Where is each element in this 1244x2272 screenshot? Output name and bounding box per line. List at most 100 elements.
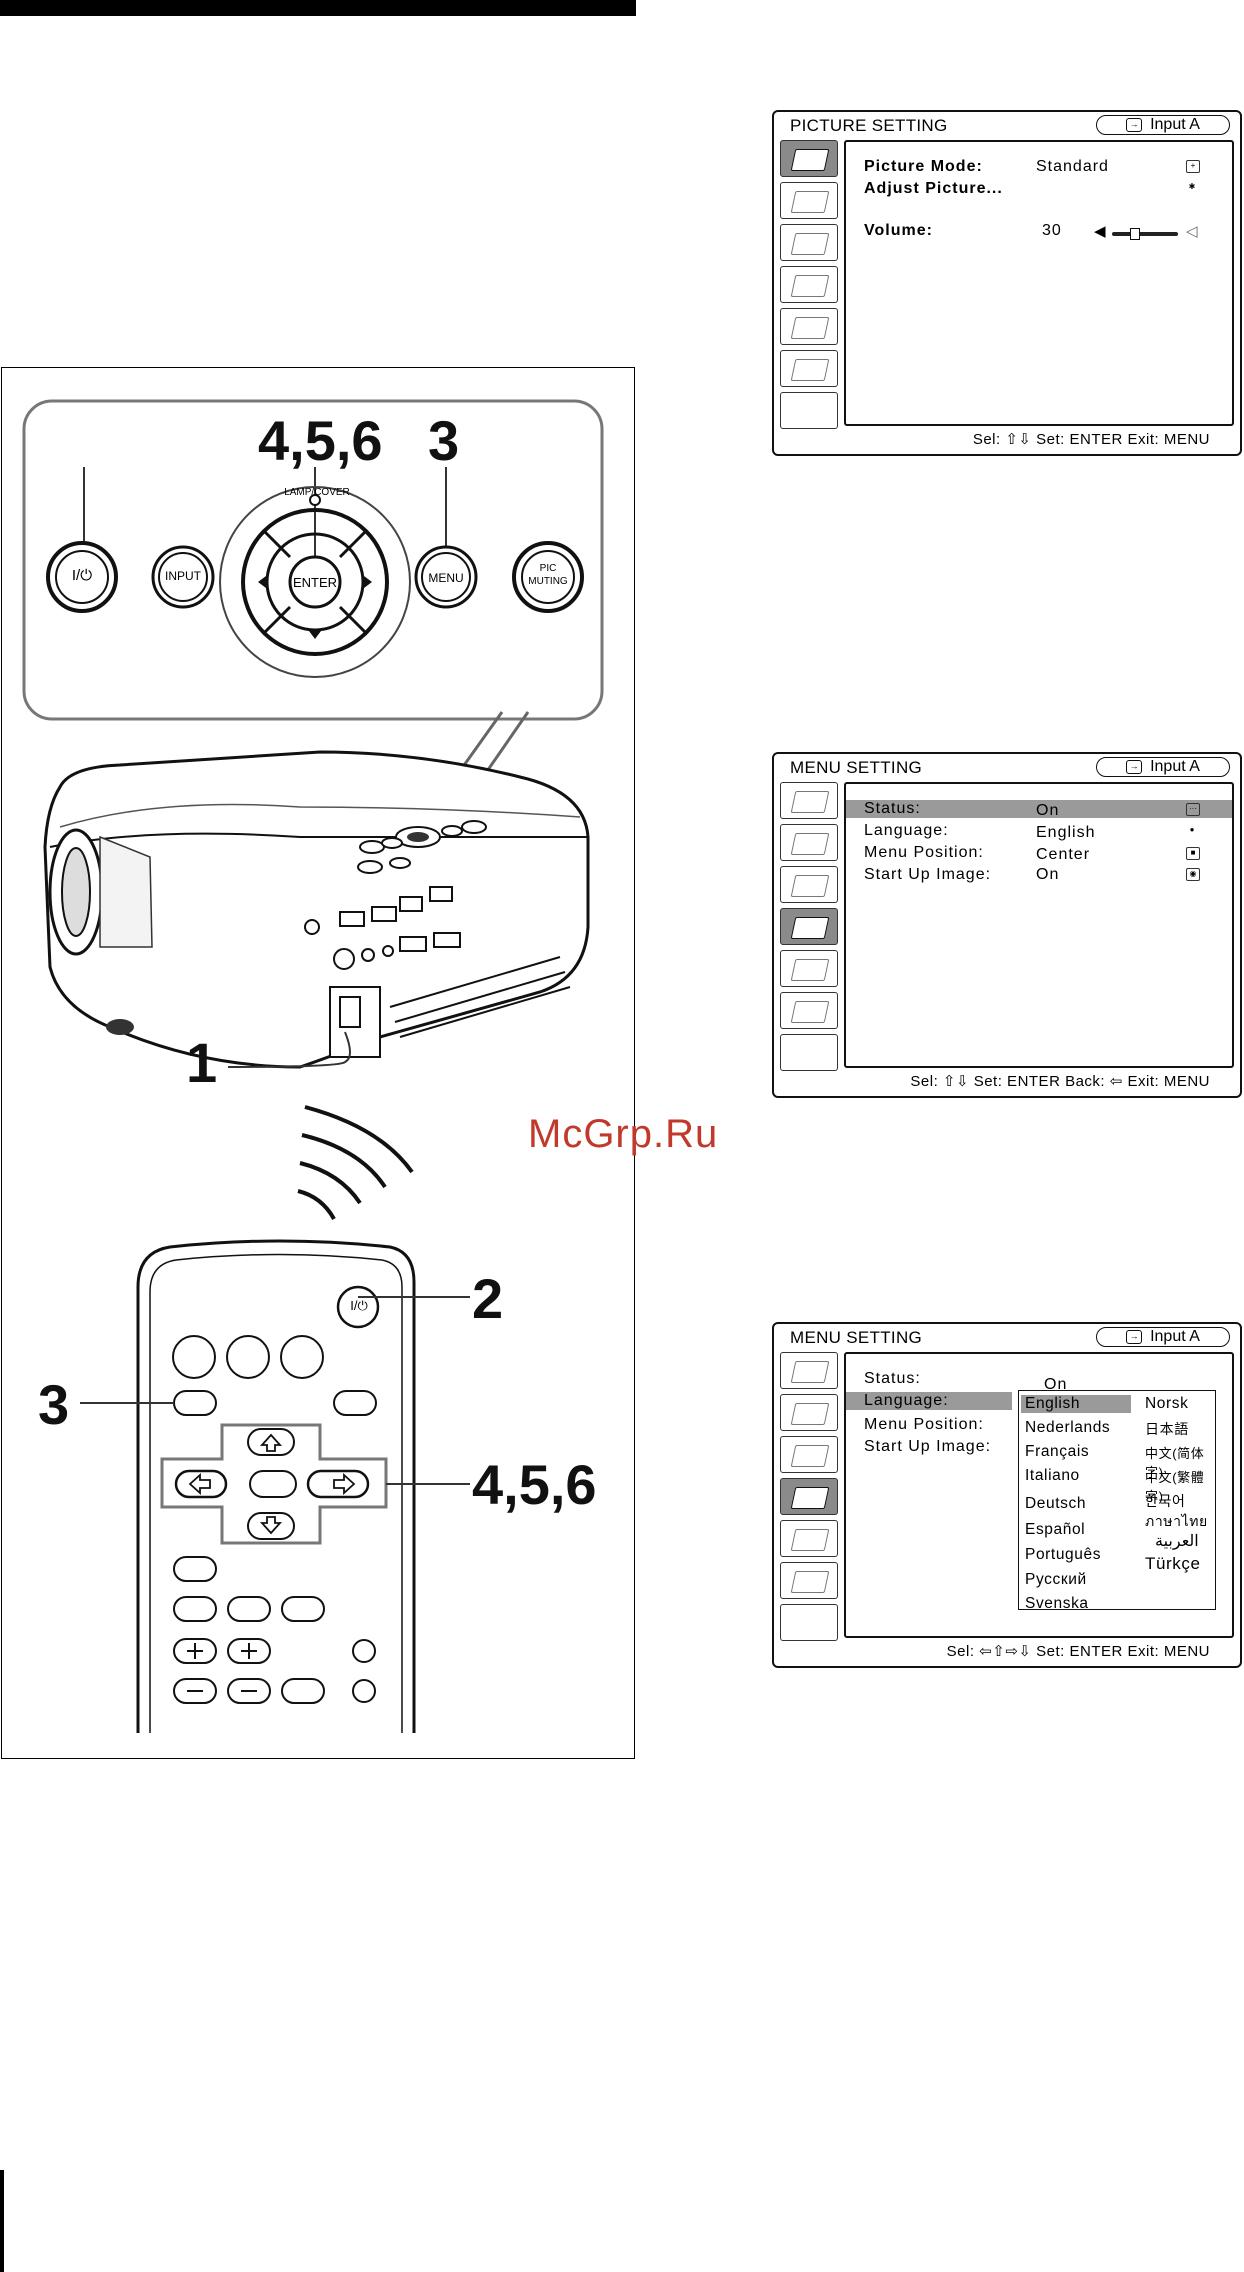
language-value: English — [1036, 824, 1096, 841]
tab-menu-icon[interactable] — [780, 908, 838, 945]
enter-button-label[interactable]: ENTER — [292, 575, 338, 590]
tab-setup-icon[interactable] — [780, 224, 838, 261]
language-option[interactable]: Português — [1025, 1546, 1102, 1563]
language-label[interactable]: Language: — [864, 1392, 949, 1409]
start-up-image-label[interactable]: Start Up Image: — [864, 1438, 992, 1455]
tab-installation-icon[interactable] — [780, 308, 838, 345]
language-popup: English Nederlands Français Italiano Deu… — [1018, 1390, 1216, 1612]
tab-adjust-icon[interactable] — [780, 824, 838, 861]
osd-content-panel: Picture Mode: Standard + Adjust Picture.… — [844, 140, 1234, 426]
language-label[interactable]: Language: — [864, 822, 949, 839]
menu-position-label[interactable]: Menu Position: — [864, 1416, 984, 1433]
osd-input-indicator: →Input A — [1096, 115, 1230, 135]
status-label[interactable]: Status: — [864, 800, 921, 817]
start-up-image-value: On — [1036, 866, 1060, 883]
language-option[interactable]: Türkçe — [1145, 1554, 1201, 1573]
volume-slider-thumb[interactable] — [1130, 228, 1140, 240]
tab-installation-icon[interactable] — [780, 950, 838, 987]
tab-menu-icon[interactable] — [780, 1478, 838, 1515]
language-selected-highlight — [1021, 1395, 1131, 1413]
tab-menu-icon[interactable] — [780, 266, 838, 303]
osd-input-indicator: →Input A — [1096, 757, 1230, 777]
tab-adjust-icon[interactable] — [780, 1394, 838, 1431]
osd-header: MENU SETTING →Input A — [774, 754, 1240, 780]
osd-footer-hint: Sel: ⇦⇧⇨⇩ Set: ENTER Exit: MENU — [946, 1643, 1210, 1660]
osd-content-panel: Status: On Language: Menu Position: Star… — [844, 1352, 1234, 1638]
callout-panel-steps: 4,5,6 — [258, 409, 383, 472]
language-option[interactable]: Norsk — [1145, 1395, 1189, 1412]
status-value: On — [1036, 802, 1060, 819]
tab-info-icon[interactable] — [780, 1562, 838, 1599]
language-option[interactable]: 한국어 — [1145, 1493, 1186, 1509]
osd-title: MENU SETTING — [790, 1328, 923, 1347]
menu-button-label[interactable]: MENU — [428, 571, 464, 585]
tab-picture-icon[interactable] — [780, 782, 838, 819]
tab-adjust-icon[interactable] — [780, 182, 838, 219]
language-option[interactable]: Nederlands — [1025, 1419, 1111, 1436]
adjust-picture-label[interactable]: Adjust Picture... — [864, 180, 1003, 197]
picture-mode-label[interactable]: Picture Mode: — [864, 158, 983, 175]
language-option[interactable]: Deutsch — [1025, 1495, 1087, 1512]
language-option[interactable]: Italiano — [1025, 1467, 1080, 1484]
tab-blank — [780, 392, 838, 429]
pic-muting-label-1[interactable]: PIC — [539, 563, 557, 574]
osd-input-label: Input A — [1150, 758, 1200, 775]
osd-footer-hint: Sel: ⇧⇩ Set: ENTER Back: ⇦ Exit: MENU — [910, 1073, 1210, 1090]
tab-info-icon[interactable] — [780, 992, 838, 1029]
control-panel-illustration — [22, 399, 604, 1733]
volume-value: 30 — [1042, 222, 1062, 239]
language-option[interactable]: 中文(简体字) — [1145, 1446, 1205, 1480]
tab-setup-icon[interactable] — [780, 1436, 838, 1473]
language-option[interactable]: Svenska — [1025, 1595, 1089, 1612]
osd-title: PICTURE SETTING — [790, 116, 948, 135]
page-edge-rule — [0, 2170, 4, 2272]
volume-low-icon: ◀ — [1094, 223, 1106, 240]
menu-position-value: Center — [1036, 846, 1091, 863]
language-option[interactable]: Español — [1025, 1521, 1086, 1538]
remote-power-label[interactable]: I/⏻ — [350, 1298, 368, 1313]
callout-remote-nav-steps: 4,5,6 — [472, 1453, 597, 1516]
osd-tab-column — [780, 1352, 840, 1641]
language-option[interactable]: ภาษาไทย — [1145, 1513, 1208, 1529]
osd-header: MENU SETTING →Input A — [774, 1324, 1240, 1350]
language-option[interactable]: 日本語 — [1145, 1421, 1189, 1437]
volume-slider[interactable] — [1112, 232, 1178, 236]
picture-mode-icon: + — [1186, 160, 1200, 173]
language-icon: ● — [1189, 825, 1195, 834]
tab-picture-icon[interactable] — [780, 1352, 838, 1389]
menu-position-label[interactable]: Menu Position: — [864, 844, 984, 861]
tab-info-icon[interactable] — [780, 350, 838, 387]
status-icon: ··· — [1186, 803, 1200, 816]
tab-picture-icon[interactable] — [780, 140, 838, 177]
osd-tab-column — [780, 140, 840, 429]
lamp-cover-label: LAMP/COVER — [284, 487, 350, 498]
language-option[interactable]: English — [1025, 1395, 1081, 1412]
volume-label[interactable]: Volume: — [864, 222, 933, 239]
status-label[interactable]: Status: — [864, 1370, 921, 1387]
callout-panel-menu-step: 3 — [428, 409, 460, 472]
callout-remote-power-step: 2 — [472, 1267, 504, 1330]
input-icon: → — [1126, 1330, 1143, 1344]
power-button-label[interactable]: I/⏻ — [71, 567, 93, 584]
callout-remote-menu-step: 3 — [38, 1373, 70, 1436]
tab-blank — [780, 1034, 838, 1071]
osd-footer-hint: Sel: ⇧⇩ Set: ENTER Exit: MENU — [972, 431, 1210, 448]
tab-setup-icon[interactable] — [780, 866, 838, 903]
tab-installation-icon[interactable] — [780, 1520, 838, 1557]
top-header-bar — [0, 0, 636, 16]
menu-position-icon: ■ — [1186, 847, 1200, 860]
tab-blank — [780, 1604, 838, 1641]
start-up-image-label[interactable]: Start Up Image: — [864, 866, 992, 883]
osd-input-indicator: →Input A — [1096, 1327, 1230, 1347]
input-button-label[interactable]: INPUT — [165, 569, 201, 583]
language-option[interactable]: 中文(繁體字) — [1145, 1470, 1205, 1504]
callout-power-cord-step: 1 — [186, 1031, 218, 1094]
osd-header: PICTURE SETTING →Input A — [774, 112, 1240, 138]
language-option[interactable]: Français — [1025, 1443, 1090, 1460]
pic-muting-label-2[interactable]: MUTING — [528, 576, 568, 587]
language-option[interactable]: العربية — [1155, 1533, 1199, 1550]
language-option[interactable]: Русский — [1025, 1571, 1087, 1588]
brightness-icon: ✱ — [1188, 182, 1196, 191]
osd-menu-setting: MENU SETTING →Input A Status: On ··· Lan… — [772, 752, 1242, 1098]
selected-row-highlight — [846, 1392, 1012, 1410]
